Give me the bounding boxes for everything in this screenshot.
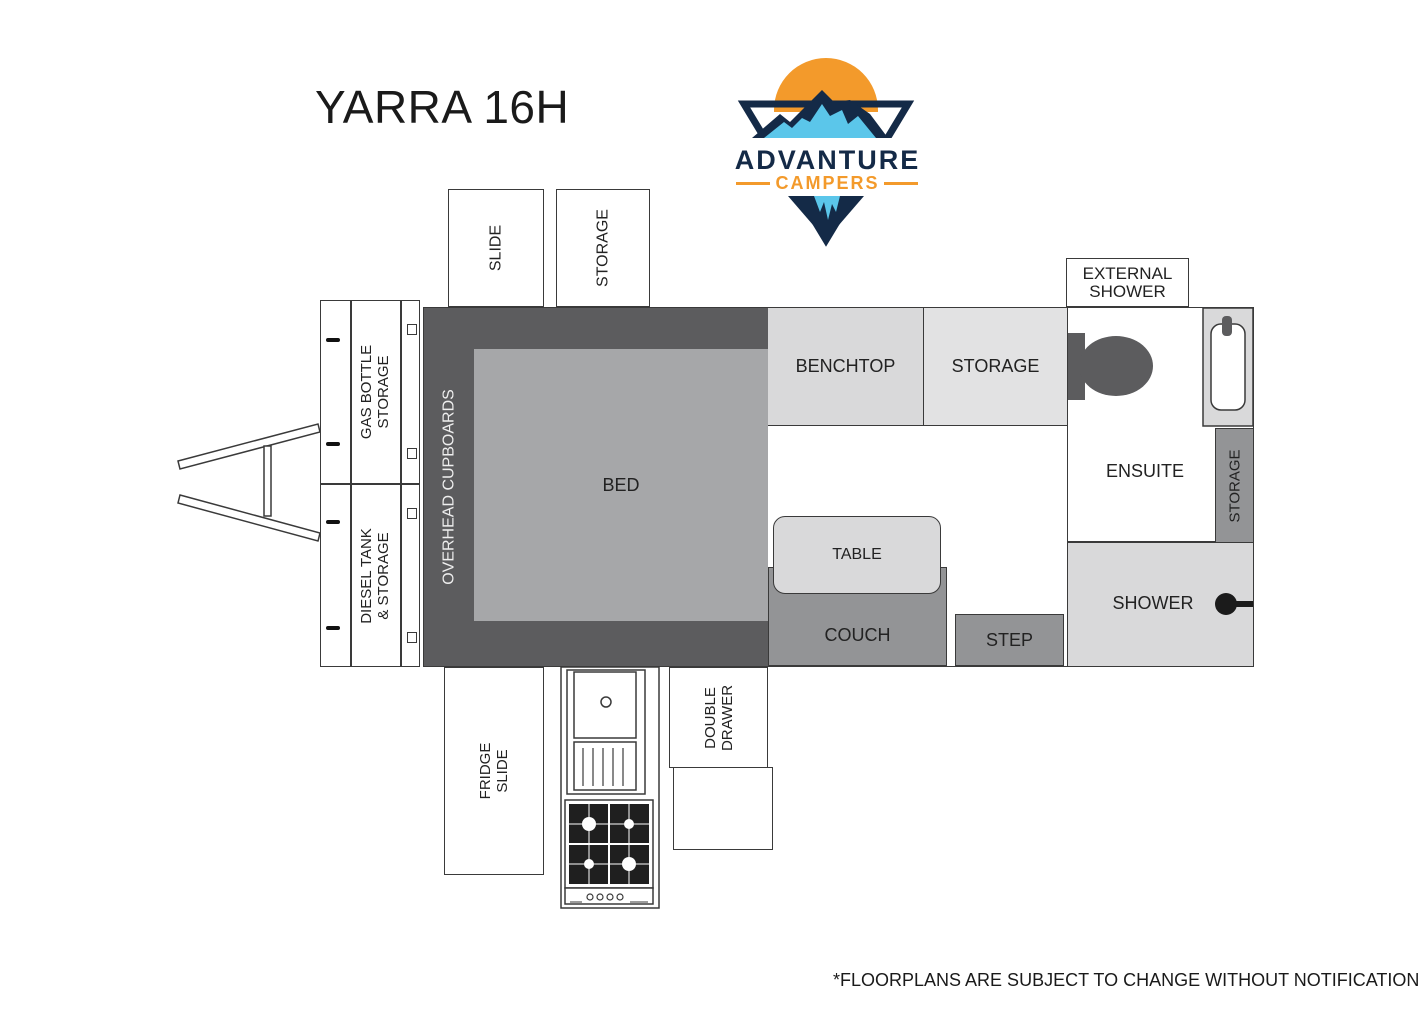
logo-word-campers: CAMPERS xyxy=(775,173,880,193)
benchtop-label: BENCHTOP xyxy=(795,356,896,376)
shower-label: SHOWER xyxy=(1112,593,1194,613)
sun-icon xyxy=(774,58,878,112)
double-drawer: DOUBLE DRAWER xyxy=(669,667,768,768)
fridge-slide-label: FRIDGE SLIDE xyxy=(477,742,511,800)
plan-title: YARRA 16H xyxy=(315,81,570,133)
couch-label: COUCH xyxy=(824,625,891,645)
ensuite-side-storage: STORAGE xyxy=(1215,428,1253,542)
bed-label: BED xyxy=(602,474,640,495)
front-box-details xyxy=(320,300,420,667)
mid-storage-label: STORAGE xyxy=(951,356,1040,376)
logo-word-advanture: ADVANTURE xyxy=(734,145,921,175)
slide-box: SLIDE xyxy=(448,189,544,307)
logo-emblem xyxy=(730,58,925,247)
external-shower-label: EXTERNAL SHOWER xyxy=(1082,263,1173,301)
diesel-tank-label: DIESEL TANK & STORAGE xyxy=(358,527,392,624)
overhead-cupboards-label: OVERHEAD CUPBOARDS xyxy=(440,389,458,585)
cooktop-icon xyxy=(564,799,654,905)
gas-bottle-label: GAS BOTTLE STORAGE xyxy=(358,344,392,439)
fridge-slide: FRIDGE SLIDE xyxy=(444,667,544,875)
disclaimer-note: *FLOORPLANS ARE SUBJECT TO CHANGE WITHOU… xyxy=(833,970,1420,990)
ensuite-storage-label: STORAGE xyxy=(1226,448,1243,523)
sink-icon xyxy=(566,669,646,795)
table: TABLE xyxy=(773,516,941,594)
step-label: STEP xyxy=(985,629,1033,650)
gas-bottle-storage: GAS BOTTLE STORAGE xyxy=(350,300,400,483)
external-shower-box: EXTERNAL SHOWER xyxy=(1066,258,1189,307)
ensuite-label: ENSUITE xyxy=(1105,461,1184,481)
slide-label: SLIDE xyxy=(487,224,505,272)
table-label: TABLE xyxy=(832,546,882,563)
brand-logo: ADVANTURE CAMPERS xyxy=(730,52,925,247)
overhead-cupboards: OVERHEAD CUPBOARDS xyxy=(424,308,474,666)
ice-drip-icon xyxy=(814,196,840,220)
double-drawer-label: DOUBLE DRAWER xyxy=(701,684,736,751)
top-storage-label: STORAGE xyxy=(594,209,612,287)
entry-step: STEP xyxy=(955,614,1064,666)
mid-storage: STORAGE xyxy=(924,308,1067,426)
lower-drawer xyxy=(673,767,773,850)
bed: BED xyxy=(474,349,768,621)
benchtop: BENCHTOP xyxy=(768,308,924,426)
top-storage-box: STORAGE xyxy=(556,189,650,307)
bed-head-cupboard xyxy=(474,308,768,349)
bed-foot-cupboard xyxy=(474,621,768,666)
diesel-tank-storage: DIESEL TANK & STORAGE xyxy=(350,484,400,667)
